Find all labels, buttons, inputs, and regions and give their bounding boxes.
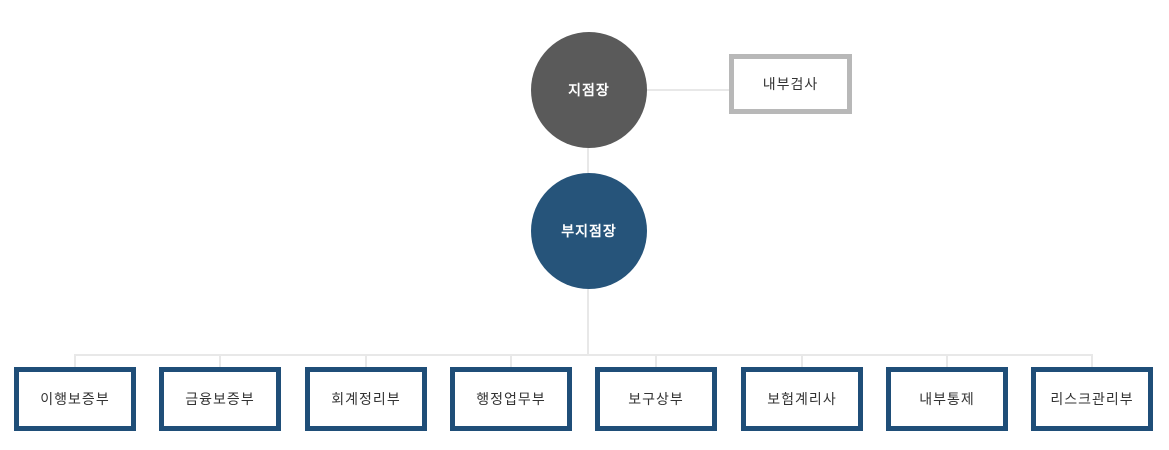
department-label: 보험계리사 [767, 391, 837, 407]
connector-drop [801, 354, 803, 367]
node-department: 이행보증부 [14, 367, 136, 431]
department-label: 리스크관리부 [1050, 391, 1134, 407]
node-department: 금융보증부 [159, 367, 281, 431]
department-label: 내부통제 [919, 391, 975, 407]
department-label: 이행보증부 [40, 391, 110, 407]
node-department: 리스크관리부 [1031, 367, 1153, 431]
connector-drop [365, 354, 367, 367]
node-branch-manager: 지점장 [531, 32, 647, 148]
connector-deputy-to-bus [587, 289, 589, 355]
node-deputy-branch-manager: 부지점장 [531, 173, 647, 289]
department-label: 금융보증부 [185, 391, 255, 407]
node-internal-audit: 내부검사 [729, 54, 852, 114]
node-department: 행정업무부 [450, 367, 572, 431]
internal-audit-label: 내부검사 [762, 76, 819, 92]
deputy-branch-manager-label: 부지점장 [561, 223, 617, 239]
connector-drop [219, 354, 221, 367]
connector-drop [510, 354, 512, 367]
connector-departments-bus [75, 354, 1093, 356]
branch-manager-label: 지점장 [568, 82, 610, 98]
department-label: 보구상부 [628, 391, 684, 407]
connector-branch-to-audit [647, 89, 729, 91]
department-label: 회계정리부 [331, 391, 401, 407]
node-department: 보구상부 [595, 367, 717, 431]
node-department: 내부통제 [886, 367, 1008, 431]
connector-drop [1091, 354, 1093, 367]
department-label: 행정업무부 [476, 391, 546, 407]
node-department: 보험계리사 [741, 367, 863, 431]
connector-drop [655, 354, 657, 367]
connector-drop [946, 354, 948, 367]
node-department: 회계정리부 [305, 367, 427, 431]
connector-branch-to-deputy [587, 148, 589, 173]
connector-drop [74, 354, 76, 367]
